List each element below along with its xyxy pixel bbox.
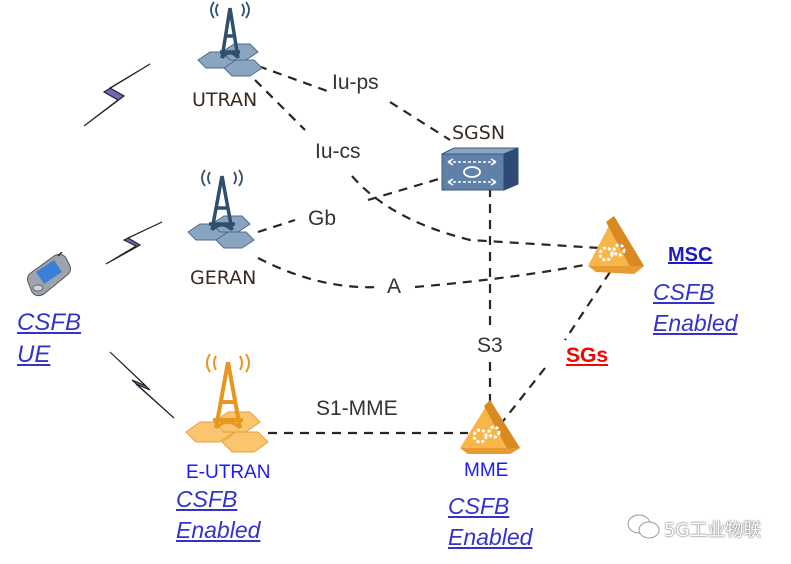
watermark-text: 5G工业物联 [664, 520, 762, 541]
mme-csfb-line2: Enabled [448, 524, 533, 550]
ue-csfb-line2: UE [17, 341, 51, 368]
msc-csfb-line2: Enabled [653, 310, 738, 336]
wechat-icon [627, 514, 660, 539]
utran-tower-icon[interactable] [192, 0, 264, 86]
utran-label: UTRAN [192, 89, 258, 111]
iu-ps-interface-label: Iu-ps [332, 71, 379, 94]
ue-csfb-line1: CSFB [17, 309, 82, 336]
radio-link-bolt-icon [83, 63, 151, 127]
mme-csfb-link[interactable]: CSFB Enabled [448, 491, 532, 553]
eutran-label: E-UTRAN [186, 462, 271, 483]
geran-tower-icon[interactable] [184, 168, 260, 258]
eutran-csfb-line2: Enabled [176, 517, 261, 543]
gb-interface-label: Gb [308, 207, 337, 230]
radio-link-bolt-icon [105, 221, 163, 265]
eutran-tower-icon[interactable] [184, 352, 274, 454]
geran-label: GERAN [190, 267, 257, 289]
mme-label: MME [464, 460, 509, 481]
sgs-link [499, 271, 611, 426]
sgsn-label: SGSN [452, 122, 506, 144]
msc-csfb-link[interactable]: CSFB Enabled [653, 277, 737, 339]
mme-csfb-line1: CSFB [448, 493, 510, 519]
a-link [257, 257, 601, 289]
mme-server-icon[interactable] [458, 398, 524, 456]
iu-ps-link [257, 64, 451, 141]
eutran-csfb-link[interactable]: CSFB Enabled [176, 484, 260, 546]
msc-server-icon[interactable] [586, 214, 646, 276]
ue-csfb-link[interactable]: CSFB UE [17, 307, 81, 371]
gb-link [257, 176, 443, 234]
iu-cs-link [254, 79, 601, 250]
ue-handset-icon[interactable] [24, 252, 74, 300]
iu-cs-interface-label: Iu-cs [315, 140, 361, 163]
radio-link-bolt-icon [109, 351, 175, 419]
eutran-csfb-line1: CSFB [176, 486, 238, 512]
s1-mme-interface-label: S1-MME [316, 397, 398, 420]
sgsn-router-icon[interactable] [440, 146, 522, 192]
a-interface-label: A [387, 275, 402, 298]
s3-interface-label: S3 [477, 334, 503, 357]
sgs-interface-label: SGs [566, 344, 609, 367]
msc-label: MSC [668, 244, 713, 266]
msc-csfb-line1: CSFB [653, 279, 715, 305]
